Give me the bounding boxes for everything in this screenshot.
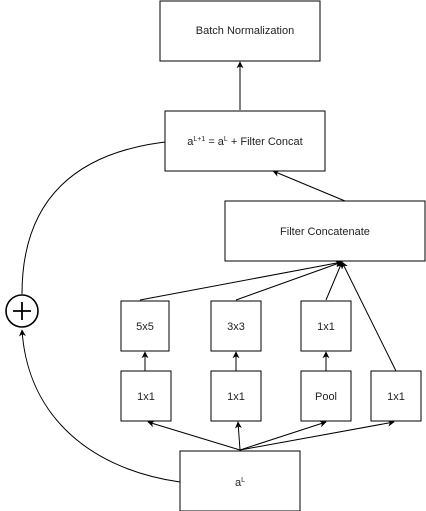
node-conv-3x3: 3x3 [210,300,262,352]
edge-input-to-reduce-a [147,420,241,451]
edge-conv5-to-concat [139,259,343,301]
conv-1x1-top-label: 1x1 [317,321,335,333]
node-filter-concatenate: Filter Concatenate [224,200,426,262]
node-conv-1x1-top: 1x1 [300,300,352,352]
edge-conv3-to-concat [235,260,343,301]
node-reduce-a: 1x1 [120,370,172,422]
node-conv-5x5: 5x5 [120,300,170,352]
node-conv-1x1-direct: 1x1 [370,370,422,422]
edge-concat-to-sum [272,170,346,202]
node-pool: Pool [300,370,352,422]
input-label: aL [235,477,245,489]
node-batch-normalization: Batch Normalization [159,0,321,62]
node-input: aL [179,450,301,511]
circled-plus-icon [5,294,39,328]
residual-sum-label: aL+1 = aL + Filter Concat [187,136,302,148]
node-reduce-b: 1x1 [210,370,262,422]
conv-5x5-label: 5x5 [136,321,154,333]
filter-concatenate-label: Filter Concatenate [280,226,370,238]
pool-label: Pool [315,391,337,403]
edge-input-to-reduce-b [234,421,242,451]
edge-input-to-direct1x1 [239,419,395,451]
edge-input-to-pool [239,420,327,451]
edges [18,61,397,483]
conv-1x1-direct-label: 1x1 [387,391,405,403]
edge-skip-add-to-sum [21,138,176,295]
reduce-a-label: 1x1 [137,391,155,403]
batch-normalization-label: Batch Normalization [196,25,294,37]
conv-3x3-label: 3x3 [227,321,245,333]
edge-skip-input-to-add [18,329,181,483]
edge-direct1x1-to-concat [341,261,397,372]
edge-conv1-to-concat [325,261,343,301]
reduce-b-label: 1x1 [227,391,245,403]
node-residual-sum: aL+1 = aL + Filter Concat [164,110,326,172]
